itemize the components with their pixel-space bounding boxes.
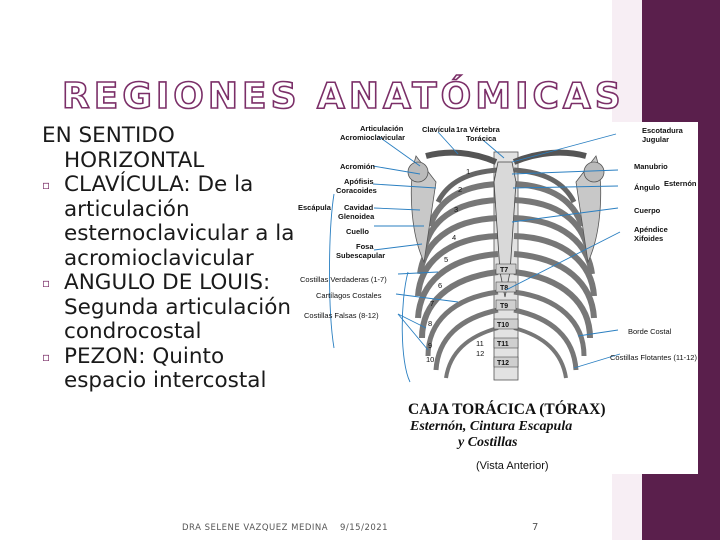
bullet-list: ▫ CLAVÍCULA: De la articulación esternocl… (42, 172, 304, 394)
rib-numbers: 1 2 3 4 5 6 7 8 9 10 11 12 (426, 167, 484, 364)
bullet-text: CLAVÍCULA: De la articulación esternocla… (64, 172, 295, 271)
bullet-text: ANGULO DE LOUIS: Segunda articulación co… (64, 270, 292, 344)
bullet-item: ▫ CLAVÍCULA: De la articulación esternocl… (42, 172, 304, 271)
label-cavidad-1: Cavidad (344, 203, 374, 212)
label-escapula: Escápula (298, 203, 332, 212)
label-angulo: Ángulo (634, 183, 660, 192)
rib-number: 10 (426, 355, 434, 364)
slide-body: EN SENTIDO HORIZONTAL ▫ CLAVÍCULA: De la … (42, 123, 304, 394)
label-vertebra-1: 1ra Vértebra (456, 125, 501, 134)
leader-lines (329, 131, 621, 383)
rib-number: 9 (428, 341, 432, 350)
footer-page-number: 7 (532, 522, 539, 533)
rib-number: 2 (458, 185, 462, 194)
vertebra-t9: T9 (500, 303, 508, 310)
rib-number: 11 (476, 339, 484, 348)
label-cuello: Cuello (346, 227, 369, 236)
label-art-acromioclavicular-2: Acromioclavicular (340, 133, 405, 142)
rib-number: 8 (428, 319, 432, 328)
caption-line-3: y Costillas (456, 435, 518, 450)
slide-title: REGIONES ANATÓMICAS (61, 75, 625, 118)
heading-line-1: EN SENTIDO (42, 123, 175, 148)
vertebra-t11: T11 (497, 341, 509, 348)
rib-number: 12 (476, 349, 484, 358)
label-borde-costal: Borde Costal (628, 327, 672, 336)
vertebra-labels: T7 T8 T9 T10 T11 T12 (493, 263, 519, 368)
rib-number: 5 (444, 255, 448, 264)
rib-number: 1 (466, 167, 470, 176)
label-fosa-2: Subescapular (336, 251, 385, 260)
bullet-item: ▫ ANGULO DE LOUIS: Segunda articulación c… (42, 270, 304, 345)
vertebra-t8: T8 (500, 285, 508, 292)
rib-number: 6 (438, 281, 442, 290)
label-costillas-flotantes: Costillas Flotantes (11-12) (610, 353, 697, 362)
label-apendice-1: Apéndice (634, 225, 668, 234)
footer-date: 9/15/2021 (340, 523, 389, 533)
label-escotadura-1: Escotadura (642, 126, 684, 135)
label-cuerpo: Cuerpo (634, 206, 661, 215)
caption-line-4: (Vista Anterior) (476, 460, 549, 472)
footer-author: DRA SELENE VAZQUEZ MEDINA (182, 523, 329, 533)
rib-number: 4 (452, 233, 456, 242)
label-clavicula: Clavícula (422, 125, 456, 134)
label-escotadura-2: Jugular (642, 135, 669, 144)
label-cavidad-2: Glenoidea (338, 212, 375, 221)
label-acromion: Acromión (340, 162, 375, 171)
caption-line-2: Esternón, Cintura Escapula (409, 419, 572, 434)
label-apofisis-1: Apófisis (344, 177, 374, 186)
bullet-marker-icon: ▫ (42, 178, 51, 192)
label-art-acromioclavicular: Articulación (360, 124, 404, 133)
vertebra-t10: T10 (497, 322, 509, 329)
label-apendice-2: Xifoides (634, 234, 663, 243)
caption-title: CAJA TORÁCICA (TÓRAX) (408, 401, 606, 418)
bullet-marker-icon: ▫ (42, 276, 51, 290)
heading-line-2: HORIZONTAL (64, 147, 205, 173)
rib-number: 7 (430, 299, 434, 308)
label-fosa-1: Fosa (356, 242, 374, 251)
thorax-illustration: T7 T8 T9 T10 T11 T12 1 2 3 4 5 6 7 (298, 122, 698, 474)
vertebra-t12: T12 (497, 360, 509, 367)
label-cartilagos: Cartílagos Costales (316, 291, 382, 300)
rib-cage-drawing (407, 142, 608, 387)
thorax-svg: T7 T8 T9 T10 T11 T12 1 2 3 4 5 6 7 (298, 124, 697, 472)
label-vertebra-2: Torácica (466, 134, 497, 143)
bullet-item: ▫ PEZON: Quinto espacio intercostal (42, 343, 304, 394)
label-costillas-falsas: Costillas Falsas (8-12) (304, 311, 379, 320)
bullet-text: PEZON: Quinto espacio intercostal (64, 343, 267, 393)
label-manubrio: Manubrio (634, 162, 668, 171)
rib-number: 3 (454, 205, 458, 214)
label-apofisis-2: Coracoides (336, 186, 377, 195)
label-costillas-verdaderas: Costillas Verdaderas (1-7) (300, 275, 387, 284)
label-esternon: Esternón (664, 179, 697, 188)
bullet-marker-icon: ▫ (42, 349, 51, 364)
vertebra-t7: T7 (500, 267, 508, 274)
